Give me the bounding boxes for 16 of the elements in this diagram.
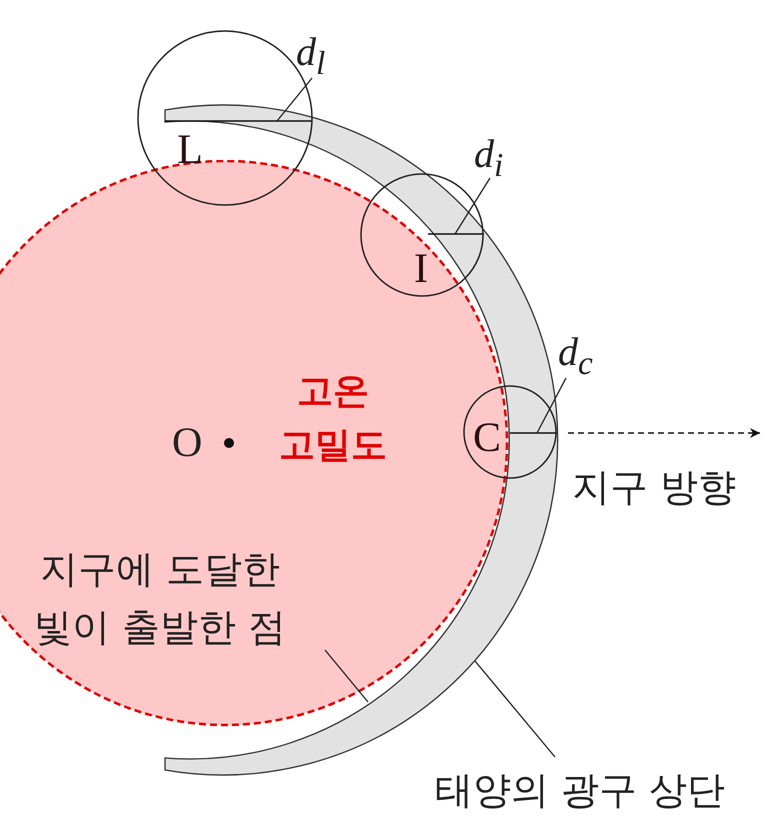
point-letter: I: [414, 248, 428, 290]
annotation-text: 태양의 광구 상단: [400, 762, 760, 818]
distance-label: d$_{l}$: [296, 28, 326, 88]
center-label: O: [172, 419, 202, 468]
distance-label: d$_{i}$: [474, 130, 504, 190]
leader-line: [536, 378, 567, 434]
leader-line: [474, 660, 556, 758]
region-label: 고온 고밀도: [278, 370, 388, 468]
distance-label: d$_{c}$: [558, 328, 593, 388]
annotation-text: 지구에 도달한 빛이 출발한 점: [25, 540, 295, 660]
point-letter: C: [473, 417, 501, 459]
point-letter: L: [177, 129, 203, 171]
leader-line: [276, 78, 312, 122]
direction-label: 지구 방향: [572, 464, 736, 511]
leader-line: [454, 178, 491, 234]
leader-line: [324, 650, 368, 702]
